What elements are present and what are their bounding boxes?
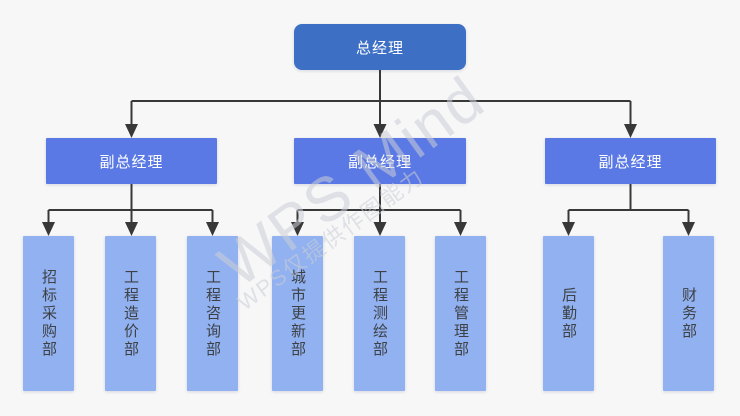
- node-department[interactable]: 财务部: [663, 236, 714, 391]
- node-department[interactable]: 工程测绘部: [354, 236, 405, 391]
- node-deputy-manager-3[interactable]: 副总经理: [545, 138, 716, 184]
- node-label: 财务部: [680, 286, 697, 341]
- node-department[interactable]: 工程管理部: [435, 236, 486, 391]
- node-label: 工程造价部: [122, 268, 139, 359]
- node-department[interactable]: 城市更新部: [272, 236, 323, 391]
- node-label: 城市更新部: [289, 268, 306, 359]
- node-label: 工程测绘部: [371, 268, 388, 359]
- node-label: 总经理: [355, 39, 404, 57]
- node-label: 招标采购部: [40, 268, 57, 359]
- node-label: 副总经理: [598, 153, 663, 171]
- node-label: 工程咨询部: [204, 268, 221, 359]
- node-label: 副总经理: [99, 153, 164, 171]
- node-label: 后勤部: [560, 286, 577, 341]
- node-department[interactable]: 工程造价部: [105, 236, 156, 391]
- node-department[interactable]: 招标采购部: [23, 236, 74, 391]
- node-department[interactable]: 工程咨询部: [187, 236, 238, 391]
- node-general-manager[interactable]: 总经理: [294, 24, 466, 70]
- node-label: 工程管理部: [452, 268, 469, 359]
- node-deputy-manager-1[interactable]: 副总经理: [46, 138, 217, 184]
- node-deputy-manager-2[interactable]: 副总经理: [294, 138, 466, 184]
- node-label: 副总经理: [347, 153, 412, 171]
- node-department[interactable]: 后勤部: [543, 236, 594, 391]
